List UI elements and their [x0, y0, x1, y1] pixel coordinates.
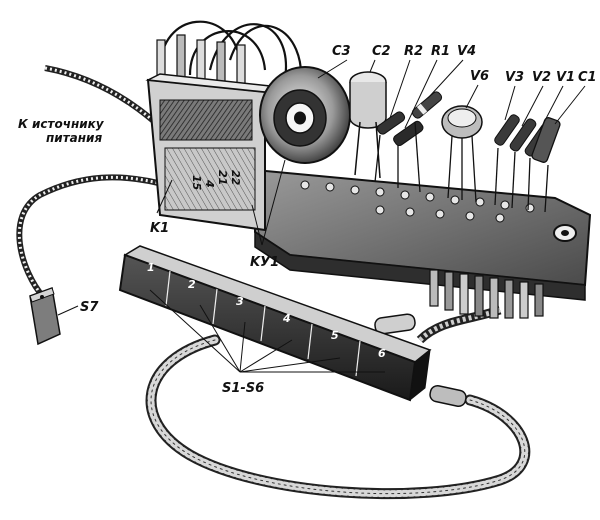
power-note-line2: питания [46, 131, 102, 145]
component-r1 [393, 120, 424, 188]
relay-mark-15: 15 [190, 175, 203, 191]
s7-sensor [29, 286, 61, 346]
transistor-v6 [441, 105, 483, 203]
switch-number-4: 4 [282, 312, 291, 325]
label-v3: V3 [505, 70, 524, 85]
switch-number-3: 3 [236, 295, 244, 308]
label-v4: V4 [457, 44, 476, 59]
circuit-board [254, 168, 592, 319]
leader-lines [57, 59, 586, 373]
braided-cable-loop [145, 334, 531, 500]
switch-number-5: 5 [331, 329, 339, 342]
power-note-line1: К источнику [18, 117, 105, 131]
label-k1: K1 [150, 221, 169, 236]
label-v2: V2 [532, 70, 551, 85]
diode-v2 [509, 118, 537, 209]
label-c3: C3 [332, 44, 351, 59]
label-v1: V1 [556, 70, 575, 85]
component-r2 [374, 111, 406, 183]
switch-number-2: 2 [188, 278, 196, 291]
capacitor-c2 [349, 71, 387, 179]
label-v6: V6 [470, 69, 489, 84]
relay-mark-21: 21 [216, 170, 229, 185]
label-r1: R1 [431, 44, 450, 59]
switch-number-6: 6 [378, 347, 386, 360]
diode-v4 [411, 91, 443, 193]
relay-mark-22: 22 [229, 170, 242, 186]
relay-mark-4: 4 [203, 179, 216, 188]
label-s7: S7 [80, 300, 99, 315]
diode-v3 [494, 114, 520, 206]
label-c2: C2 [372, 44, 391, 59]
label-r2: R2 [404, 44, 423, 59]
toroid-c3 [259, 66, 351, 164]
s7-lead [16, 174, 171, 300]
label-s1-s6: S1-S6 [222, 381, 264, 396]
capacitor-c1 [531, 117, 561, 213]
label-c1: C1 [578, 70, 597, 85]
label-ku1: KУ1 [250, 255, 279, 270]
relay-k1: 22 21 4 15 [145, 20, 303, 232]
switch-bar: 1 2 3 4 5 6 [118, 245, 432, 402]
switch-number-1: 1 [147, 261, 155, 274]
